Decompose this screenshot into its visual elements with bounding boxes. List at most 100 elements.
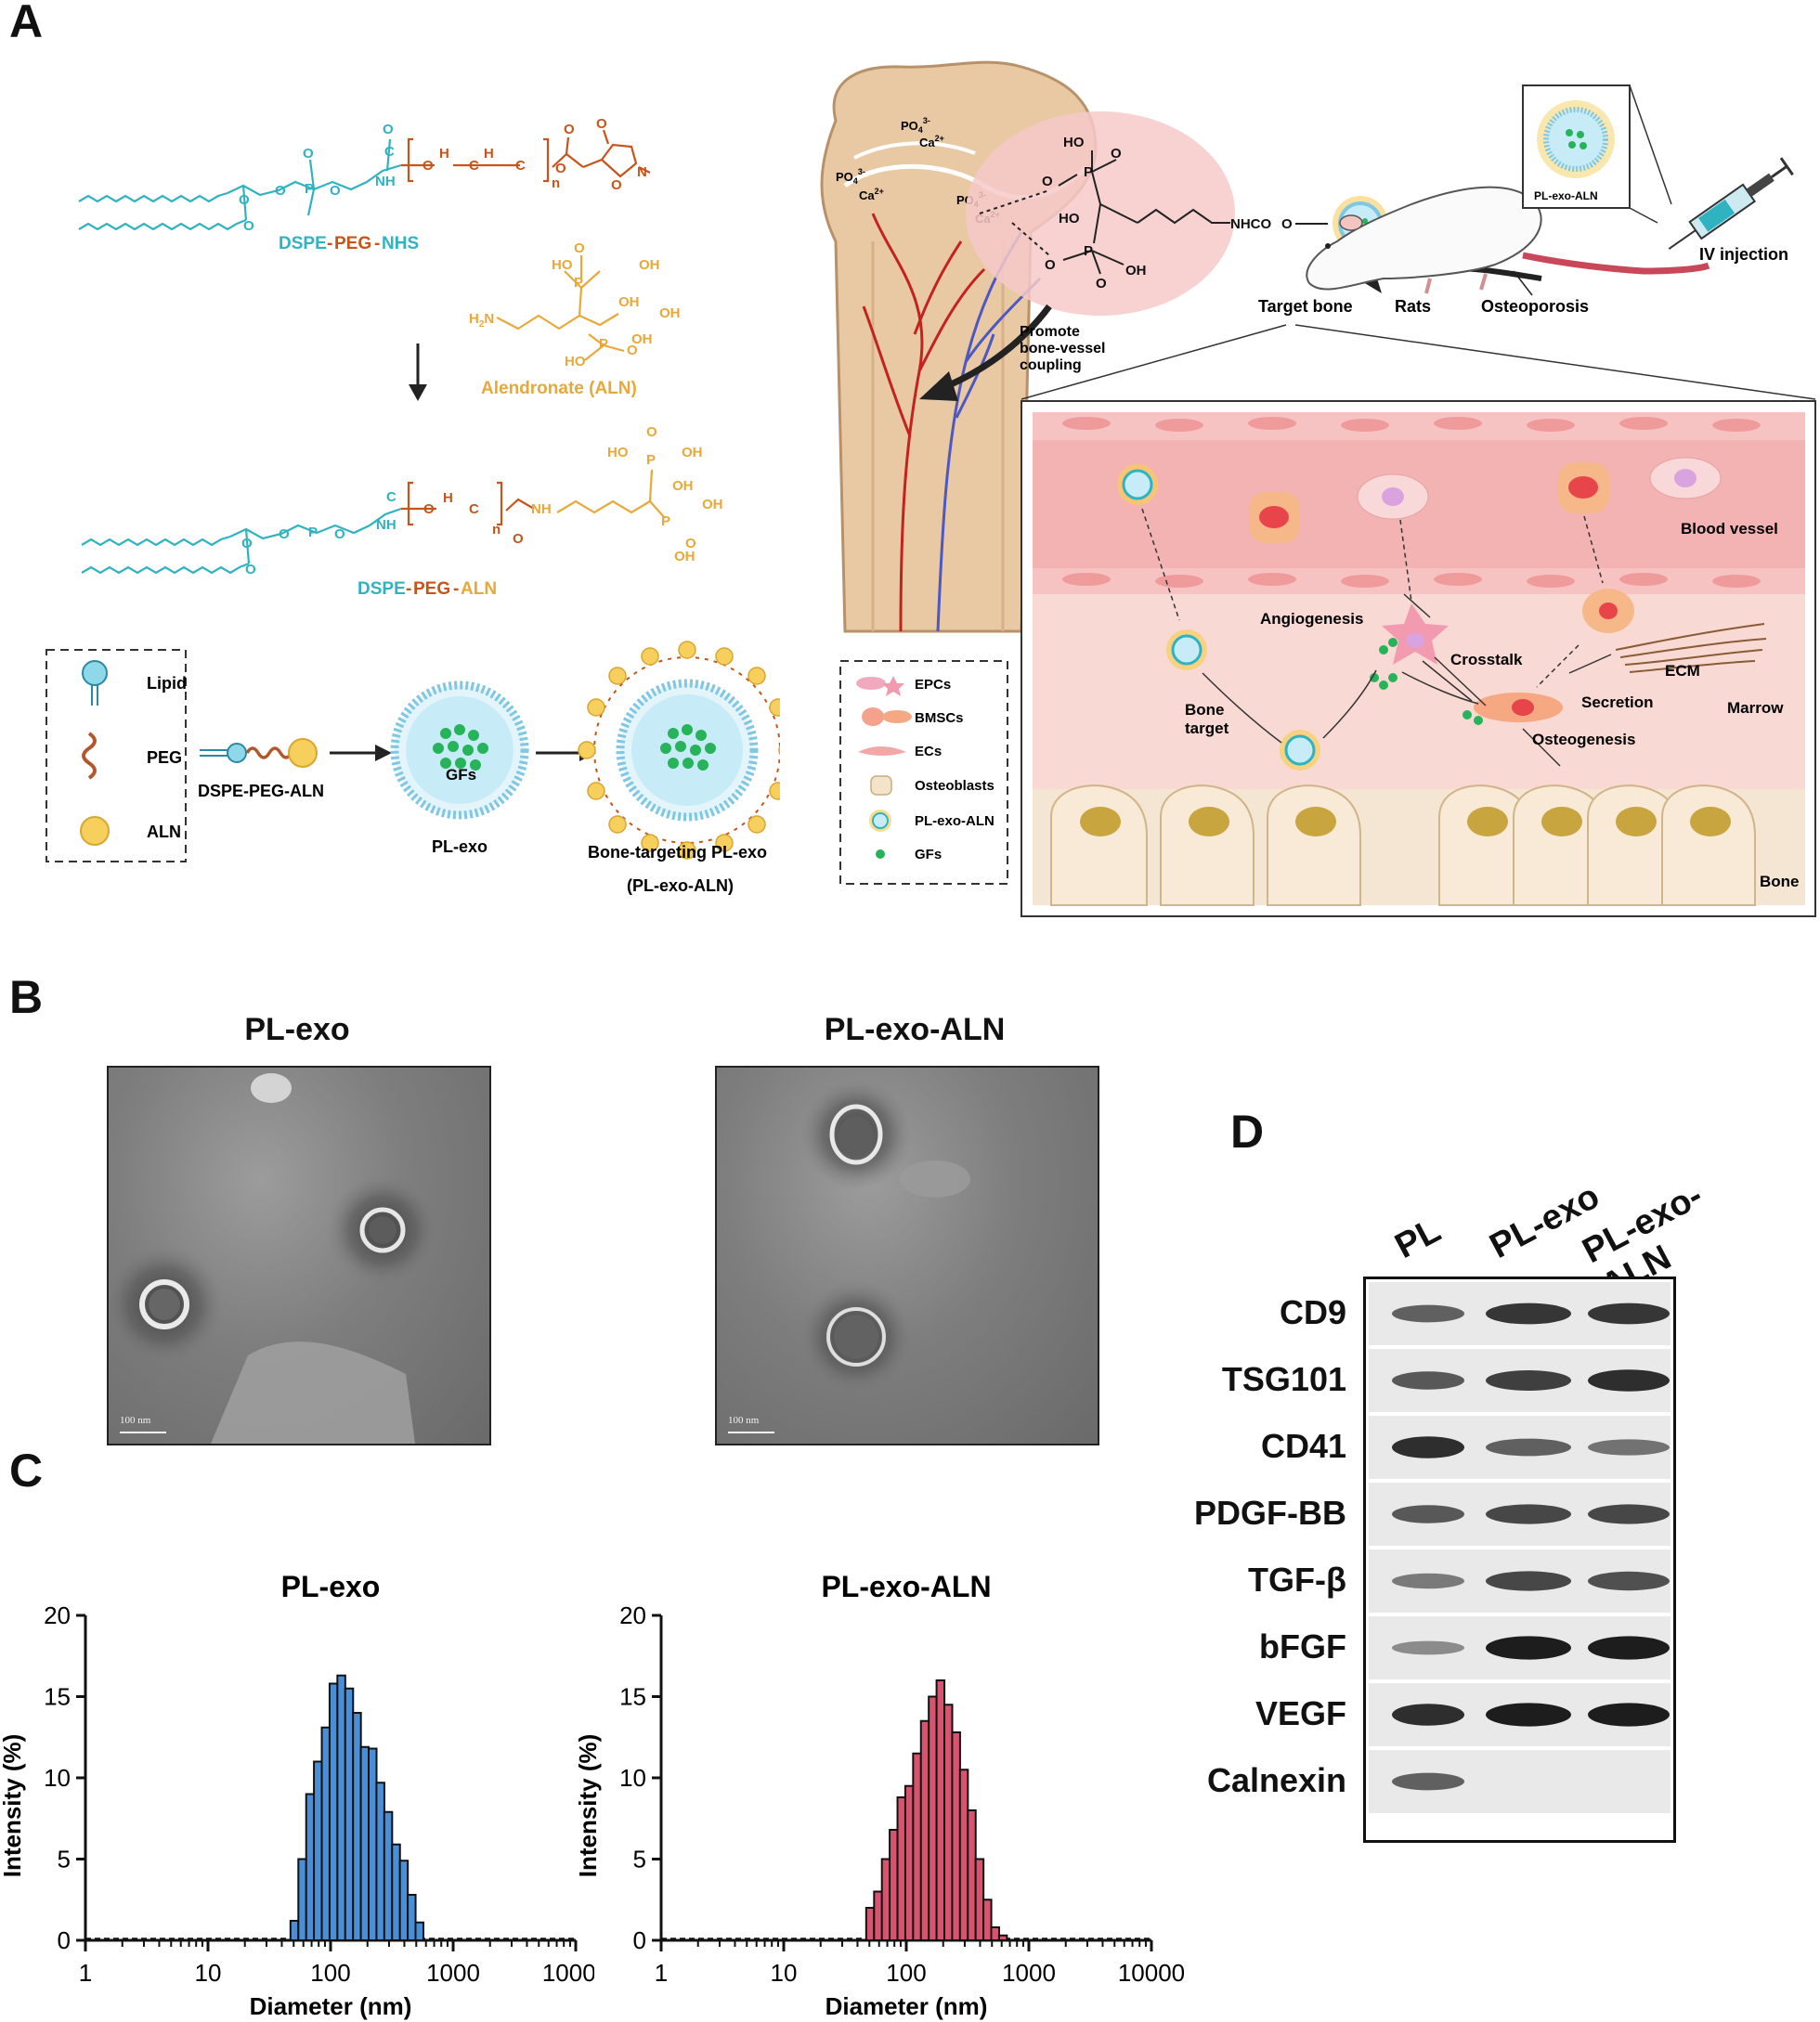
gfs-label: GFs bbox=[446, 766, 476, 784]
histogram-bar bbox=[383, 1810, 394, 1941]
inset-pointer-1 bbox=[1629, 84, 1672, 205]
wb-band bbox=[1486, 1303, 1571, 1325]
histogram-bar bbox=[398, 1860, 410, 1941]
svg-text:OH: OH bbox=[1125, 263, 1147, 279]
pl-exo-vesicle bbox=[390, 680, 529, 820]
panel-label-b: B bbox=[9, 971, 44, 1023]
wb-band bbox=[1486, 1636, 1571, 1660]
detail-marrow: Marrow bbox=[1727, 699, 1784, 717]
svg-text:O: O bbox=[422, 158, 434, 174]
histogram-bar bbox=[982, 1899, 993, 1941]
histogram-bar bbox=[407, 1894, 417, 1941]
dspe-peg-nhs-dash-2: - bbox=[374, 234, 380, 253]
svg-text:O: O bbox=[330, 183, 341, 199]
panel-label-c: C bbox=[9, 1445, 44, 1497]
y-tick-label: 5 bbox=[633, 1846, 646, 1873]
wb-band bbox=[1588, 1504, 1670, 1524]
legend-ecs: ECs bbox=[915, 744, 942, 759]
svg-text:P: P bbox=[305, 181, 314, 197]
svg-text:O: O bbox=[513, 531, 524, 547]
histogram-bar bbox=[414, 1921, 424, 1941]
svg-text:O: O bbox=[1281, 216, 1293, 232]
wb-protein-label: CD41 bbox=[1260, 1427, 1346, 1465]
svg-text:O: O bbox=[564, 122, 575, 137]
y-tick-label: 15 bbox=[44, 1683, 71, 1711]
histogram-bar bbox=[352, 1712, 362, 1941]
osteoblasts-icon bbox=[870, 775, 892, 796]
svg-text:O: O bbox=[245, 562, 256, 577]
wb-band bbox=[1392, 1573, 1464, 1589]
chart-right-title: PL-exo-ALN bbox=[821, 1570, 991, 1603]
legend-osteoblasts: Osteoblasts bbox=[915, 778, 994, 794]
svg-text:O: O bbox=[1042, 174, 1053, 189]
bone-microenvironment-detail bbox=[1020, 400, 1816, 917]
svg-text:C: C bbox=[515, 158, 526, 174]
wb-band bbox=[1588, 1369, 1670, 1392]
histogram-bar bbox=[336, 1674, 346, 1941]
detail-blood-vessel: Blood vessel bbox=[1681, 520, 1778, 538]
wb-lane-labels: PL PL-exo PL-exo-ALN bbox=[1365, 1170, 1811, 1306]
wb-protein-label: VEGF bbox=[1254, 1694, 1346, 1732]
dspe-peg-aln-label-2: PEG bbox=[413, 579, 450, 599]
svg-text:HO: HO bbox=[607, 445, 629, 460]
wb-band bbox=[1392, 1772, 1464, 1791]
bone-targeting-label: Bone-targeting PL-exo bbox=[588, 843, 767, 862]
flow-arrow-1-head bbox=[375, 745, 392, 761]
pl-exo-aln-legend-icon bbox=[869, 810, 891, 832]
svg-text:O: O bbox=[685, 536, 696, 551]
svg-text:O: O bbox=[275, 183, 286, 199]
wb-protein-label: TSG101 bbox=[1221, 1360, 1346, 1398]
wb-protein-label: TGF-β bbox=[1248, 1561, 1346, 1599]
promote-line-2: bone-vessel bbox=[1020, 341, 1105, 356]
chart-right-ylabel: Intensity (%) bbox=[576, 1734, 602, 1878]
svg-text:O: O bbox=[555, 161, 566, 176]
svg-text:O: O bbox=[303, 146, 314, 162]
svg-text:O: O bbox=[241, 536, 253, 551]
panel-label-d: D bbox=[1230, 1106, 1265, 1158]
tem-pl-exo-aln-svg bbox=[728, 1079, 970, 1433]
svg-text:P: P bbox=[661, 513, 670, 529]
svg-text:HO: HO bbox=[552, 257, 573, 273]
svg-text:O: O bbox=[243, 218, 254, 234]
dspe-peg-aln-dash-1: - bbox=[406, 579, 411, 599]
histogram-bar bbox=[320, 1726, 332, 1941]
chart-left-xlabel: Diameter (nm) bbox=[250, 1992, 412, 2020]
alendronate-structure bbox=[496, 255, 625, 361]
detail-bone: Bone bbox=[1760, 873, 1800, 890]
wb-band bbox=[1588, 1571, 1670, 1591]
x-tick-label: 10000 bbox=[1118, 1959, 1185, 1987]
svg-text:O: O bbox=[611, 177, 622, 193]
svg-text:O: O bbox=[646, 424, 657, 440]
svg-text:O: O bbox=[1045, 257, 1056, 273]
wb-band bbox=[1392, 1436, 1464, 1458]
legend-bmscs: BMSCs bbox=[915, 710, 964, 726]
ecs-icon bbox=[858, 746, 906, 756]
dspe-peg-nhs-label-2: PEG bbox=[334, 234, 371, 253]
chart-right-xlabel: Diameter (nm) bbox=[826, 1992, 988, 2020]
histogram-bar bbox=[889, 1829, 899, 1941]
histogram-bar bbox=[912, 1752, 922, 1941]
tem-image-pl-exo-aln: 100 nm bbox=[715, 1066, 1099, 1445]
svg-text:NH: NH bbox=[375, 174, 396, 189]
inset-pointer-2 bbox=[1629, 207, 1658, 224]
y-tick-label: 10 bbox=[619, 1764, 646, 1792]
histogram-bar bbox=[297, 1858, 307, 1941]
dspe-peg-aln-atoms: O O O P O NH C O H C n NH O P HO OH O OH… bbox=[241, 424, 723, 577]
histogram-bar bbox=[974, 1858, 985, 1941]
histogram-bar bbox=[928, 1695, 938, 1941]
tem-image-pl-exo: 100 nm bbox=[107, 1066, 491, 1445]
svg-text:O: O bbox=[239, 192, 250, 208]
dls-chart-pl-exo-aln: PL-exo-ALN Intensity (%) Diameter (nm) 0… bbox=[576, 1570, 1185, 2020]
histogram-bar bbox=[375, 1782, 385, 1941]
panel-a-chemistry: O O O P O O NH C O O H C H C n O O N O O… bbox=[46, 116, 780, 895]
osteoporosis-pointer bbox=[1513, 270, 1533, 296]
svg-text:H: H bbox=[443, 490, 453, 506]
iv-injection-label: IV injection bbox=[1699, 245, 1788, 264]
inset-vesicle-icon bbox=[1537, 100, 1615, 178]
y-tick-label: 0 bbox=[58, 1926, 71, 1954]
bmscs-icon bbox=[862, 707, 912, 726]
svg-text:OH: OH bbox=[702, 497, 723, 512]
histogram-bar bbox=[289, 1920, 300, 1941]
legend-lipid-label: Lipid bbox=[147, 674, 187, 693]
